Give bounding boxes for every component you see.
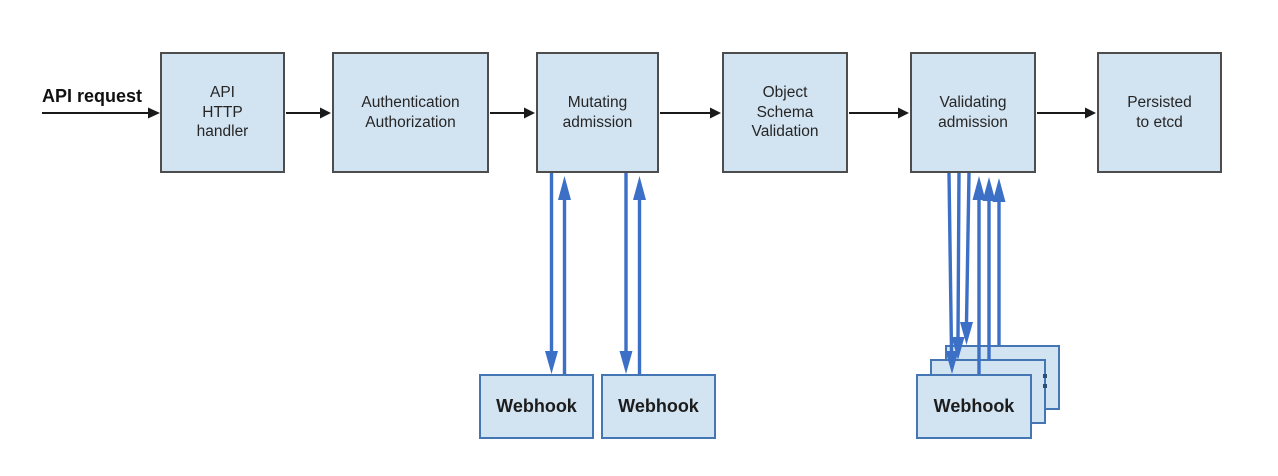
flow-arrow-mutating-to-schema [660,107,721,119]
webhook-arrow-down [960,172,973,345]
webhook-arrow-up [992,178,1006,345]
webhook-box-mutating-2: Webhook [601,374,716,439]
webhook-arrow-down [951,172,965,360]
flow-arrow-auth-to-mutating [490,107,535,119]
webhook-box-mutating-1: Webhook [479,374,594,439]
flow-arrow-handler-to-auth [286,107,331,119]
flow-arrow-validating-to-etcd [1037,107,1096,119]
stage-box-object-schema-validation: Object Schema Validation [722,52,848,173]
webhook-arrow-down [945,172,959,374]
webhook-arrow-down [545,173,558,374]
validating-webhook-arrows [945,172,1006,374]
stage-box-mutating-admission: Mutating admission [536,52,659,173]
stack-text-fragment-dot [1043,384,1047,388]
webhook-arrow-up [633,176,646,374]
api-request-label: API request [42,86,143,106]
mutating-webhook-arrows [545,173,646,374]
flow-arrow-api-request [42,107,160,119]
webhook-box-validating-front: Webhook [916,374,1032,439]
webhook-arrow-up [982,177,996,360]
stage-box-persisted-to-etcd: Persisted to etcd [1097,52,1222,173]
stack-text-fragment-dot [1043,374,1047,378]
stage-box-authentication-authorization: Authentication Authorization [332,52,489,173]
stage-box-validating-admission: Validating admission [910,52,1036,173]
webhook-arrow-down [619,173,633,374]
stage-box-api-http-handler: API HTTP handler [160,52,285,173]
webhook-arrow-up [558,176,571,374]
flow-arrow-schema-to-validating [849,107,909,119]
